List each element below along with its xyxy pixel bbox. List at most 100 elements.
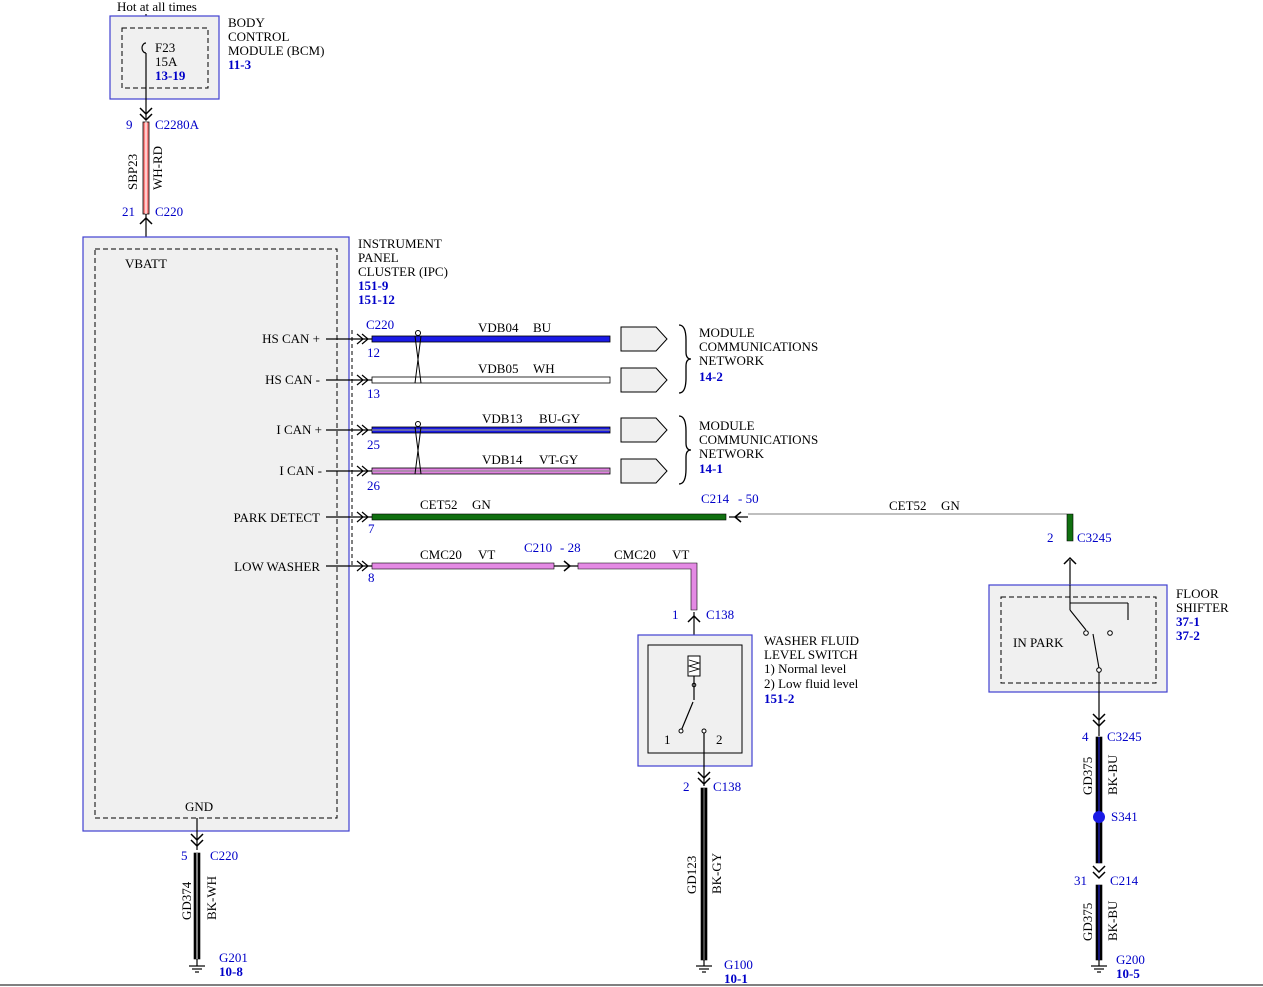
color-wh: WH bbox=[533, 361, 555, 376]
bcm-title-1: BODY bbox=[228, 15, 265, 30]
ipc-ref-1[interactable]: 151-9 bbox=[358, 278, 389, 293]
ipc-title-1: INSTRUMENT bbox=[358, 236, 442, 251]
connector-arrow-icon bbox=[1092, 719, 1106, 728]
wire-vdb05-wh[interactable] bbox=[371, 376, 611, 384]
shifter-ground-circuit-top: GD375 bbox=[1080, 757, 1095, 795]
bcm-title-2: CONTROL bbox=[228, 29, 289, 44]
ipc-ref-2[interactable]: 151-12 bbox=[358, 292, 395, 307]
switch-blade-icon bbox=[680, 701, 694, 732]
pin-label-hs-can-plus: HS CAN + bbox=[262, 331, 320, 346]
park-color-left: GN bbox=[472, 497, 491, 512]
network-2-ref[interactable]: 14-1 bbox=[699, 461, 723, 476]
ipc-ground-circuit: GD374 bbox=[179, 881, 194, 920]
shifter-ref-2[interactable]: 37-2 bbox=[1176, 628, 1200, 643]
can-connector[interactable]: C220 bbox=[366, 317, 394, 332]
network-1-line-3: NETWORK bbox=[699, 353, 765, 368]
destination-arrow-icon bbox=[620, 458, 668, 484]
pin-8: 8 bbox=[368, 570, 375, 585]
bcm-inner-outline bbox=[121, 27, 209, 89]
washer-inline-pin: - 28 bbox=[560, 540, 581, 555]
destination-arrow-icon bbox=[620, 417, 668, 443]
washer-switch-state-2: 2) Low fluid level bbox=[764, 676, 859, 691]
park-inline-pin: - 50 bbox=[738, 491, 759, 506]
hot-at-all-times-note: Hot at all times bbox=[117, 0, 197, 14]
washer-ground-circuit: GD123 bbox=[684, 856, 699, 894]
shifter-ground-pin-31: 31 bbox=[1074, 873, 1087, 888]
circuit-vdb14: VDB14 bbox=[482, 452, 523, 467]
fuse-name: F23 bbox=[155, 40, 175, 55]
wire-cmc20-vt-left[interactable] bbox=[371, 562, 555, 570]
ipc-box[interactable] bbox=[82, 236, 350, 832]
shifter-ground-ref[interactable]: 10-5 bbox=[1116, 966, 1140, 981]
destination-arrows[interactable] bbox=[620, 326, 668, 484]
ipc-ground-connector[interactable]: C220 bbox=[210, 848, 238, 863]
park-color-right: GN bbox=[941, 498, 960, 513]
network-1-ref[interactable]: 14-2 bbox=[699, 369, 723, 384]
wire-cet52-gn-left[interactable] bbox=[371, 513, 727, 521]
network-1-line-1: MODULE bbox=[699, 325, 755, 340]
switch-contact-1-icon bbox=[678, 728, 684, 734]
bcm-wire-top-connector[interactable]: C2280A bbox=[155, 117, 200, 132]
color-bu: BU bbox=[533, 320, 552, 335]
ipc-ground-color: BK-WH bbox=[204, 876, 219, 920]
shifter-ground-id[interactable]: G200 bbox=[1116, 952, 1145, 967]
connector-arrow-icon bbox=[687, 614, 701, 623]
connector-arrow-icon bbox=[1092, 865, 1106, 874]
pin-12: 12 bbox=[367, 345, 380, 360]
fuse-ref[interactable]: 13-19 bbox=[155, 68, 186, 83]
bcm-wire-bottom-connector[interactable]: C220 bbox=[155, 204, 183, 219]
bcm-wire-circuit: SBP23 bbox=[125, 154, 140, 190]
washer-switch-box[interactable] bbox=[637, 634, 753, 767]
circuit-vdb04: VDB04 bbox=[478, 320, 519, 335]
shifter-ground-pin-4: 4 bbox=[1082, 729, 1089, 744]
park-inline-connector[interactable]: C214 bbox=[701, 491, 730, 506]
washer-switch-title-1: WASHER FLUID bbox=[764, 633, 859, 648]
shifter-contact-icon bbox=[1096, 667, 1102, 673]
washer-ground-ref[interactable]: 10-1 bbox=[724, 971, 748, 986]
bcm-box[interactable] bbox=[109, 15, 220, 100]
shifter-ground-connector-top[interactable]: C3245 bbox=[1107, 729, 1142, 744]
connector-arrow-icon bbox=[697, 771, 711, 780]
pin-13: 13 bbox=[367, 386, 380, 401]
shifter-ref-1[interactable]: 37-1 bbox=[1176, 614, 1200, 629]
splice-label[interactable]: S341 bbox=[1111, 809, 1138, 824]
connector-arrow-icon bbox=[190, 839, 204, 848]
network-2-line-2: COMMUNICATIONS bbox=[699, 432, 818, 447]
washer-inline-connector[interactable]: C210 bbox=[524, 540, 552, 555]
destination-arrow-icon bbox=[620, 326, 668, 352]
network-2-line-1: MODULE bbox=[699, 418, 755, 433]
switch-connector-top[interactable]: C138 bbox=[706, 607, 734, 622]
washer-switch-title-2: LEVEL SWITCH bbox=[764, 647, 858, 662]
washer-circuit-right: CMC20 bbox=[614, 547, 656, 562]
washer-switch-inner bbox=[647, 644, 743, 754]
float-spring-icon bbox=[687, 659, 701, 673]
splice-icon[interactable] bbox=[1093, 811, 1105, 823]
washer-ground-id[interactable]: G100 bbox=[724, 957, 753, 972]
color-bu-gy: BU-GY bbox=[539, 411, 581, 426]
ipc-ground-ref[interactable]: 10-8 bbox=[219, 964, 243, 979]
shifter-connector-top[interactable]: C3245 bbox=[1077, 530, 1112, 545]
wire-cmc20-vt-right[interactable] bbox=[577, 562, 698, 611]
ipc-ground-id[interactable]: G201 bbox=[219, 950, 248, 965]
ipc-vbatt-label: VBATT bbox=[125, 256, 167, 271]
park-circuit-left: CET52 bbox=[420, 497, 458, 512]
wire-vdb04-bu[interactable] bbox=[371, 335, 611, 343]
shifter-ground-color-top: BK-BU bbox=[1105, 754, 1120, 795]
destination-arrow-icon bbox=[620, 367, 668, 393]
bcm-wire-top-pin: 9 bbox=[126, 117, 133, 132]
switch-contact-1-label: 1 bbox=[664, 732, 671, 747]
shifter-ground-connector-bottom[interactable]: C214 bbox=[1110, 873, 1139, 888]
switch-contact-2-icon bbox=[701, 728, 707, 734]
washer-ground-connector[interactable]: C138 bbox=[713, 779, 741, 794]
circuit-vdb05: VDB05 bbox=[478, 361, 518, 376]
park-circuit-right: CET52 bbox=[889, 498, 927, 513]
wire-cet52-gn-right[interactable] bbox=[748, 513, 1074, 542]
washer-switch-ref[interactable]: 151-2 bbox=[764, 691, 794, 706]
pin-label-park-detect: PARK DETECT bbox=[233, 510, 320, 525]
connector-arrow-icon bbox=[139, 216, 153, 225]
bcm-ref[interactable]: 11-3 bbox=[228, 57, 252, 72]
shifter-contact-icon bbox=[1083, 630, 1089, 636]
park-switch-icon bbox=[1069, 585, 1129, 692]
ipc-inner-outline bbox=[94, 248, 338, 819]
